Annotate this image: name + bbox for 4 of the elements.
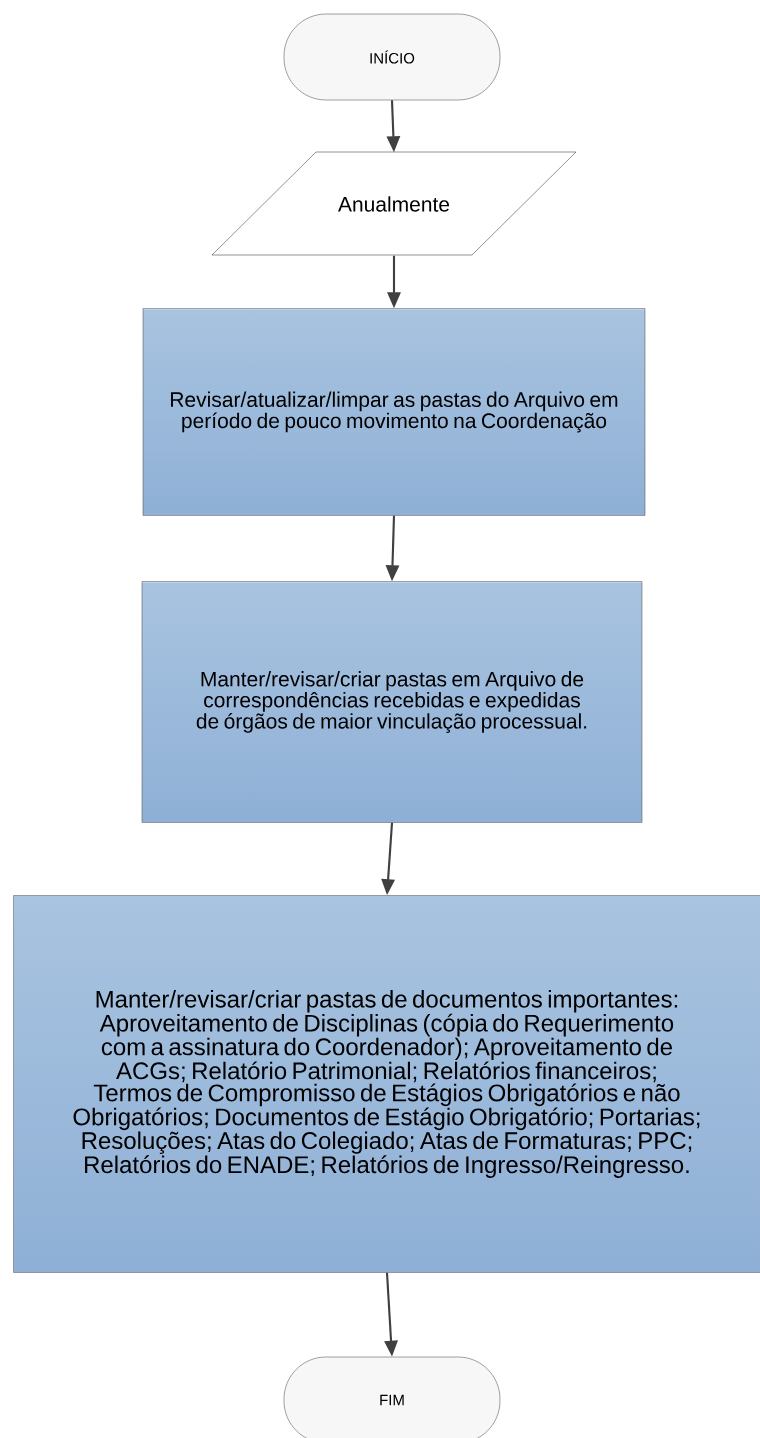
process-box: Revisar/atualizar/limpar as pastas do Arquivo em período de pouco movimento na Coordenação <box>142 308 646 516</box>
process-box: Manter/revisar/criar pastas de documentos importantes: Aproveitamento de Disciplinas (cópia do Requerimento com a assinatura do Coordenador); Aproveitamento de ACGs; Relatório Patrimonial; Relatórios financeiros; Termos de Compromisso de Estágios Obrigatórios e não Obrigatórios; Documentos de Estágio Obrigatório; Portarias; Resoluções; Atas do Colegiado; Atas de Formaturas; PPC; Relatórios do ENADE; Relatórios de Ingresso/Reingresso. <box>13 895 760 1273</box>
input-parallelogram: Anualmente <box>211 151 577 256</box>
process-box: Manter/revisar/criar pastas em Arquivo de correspondências recebidas e expedidas de órgãos de maior vinculação processual. <box>141 581 643 823</box>
